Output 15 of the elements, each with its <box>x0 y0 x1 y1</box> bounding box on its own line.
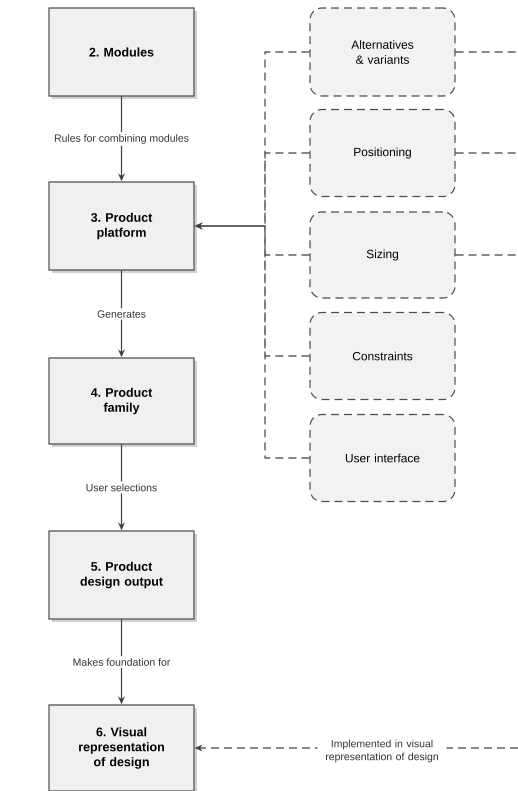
process-box: 6. Visual representation of design <box>48 704 197 791</box>
rounded-box: User interface <box>309 414 456 502</box>
edge-label: Generates <box>95 308 148 320</box>
rounded-box: Constraints <box>309 312 456 400</box>
rounded-box: Positioning <box>309 108 456 198</box>
edge-label: Implemented in visual representation of design <box>318 738 446 764</box>
process-box: 2. Modules <box>48 7 197 99</box>
process-box: 5. Product design output <box>48 530 197 622</box>
process-box: 3. Product platform <box>48 181 197 273</box>
rounded-box: Alternatives & variants <box>309 7 456 97</box>
edge-label: User selections <box>84 482 160 494</box>
rounded-box: Sizing <box>309 211 456 299</box>
edge-label: Rules for combining modules <box>52 132 191 146</box>
process-box: 4. Product family <box>48 357 197 447</box>
edge-label: Makes foundation for <box>70 656 172 668</box>
